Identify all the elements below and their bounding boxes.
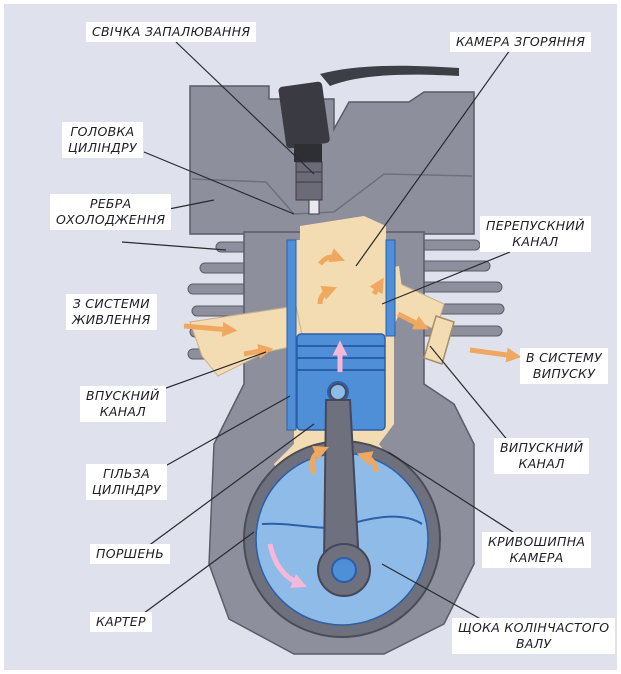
label-cylinder-head: ГОЛОВКА ЦИЛІНДРУ — [62, 122, 143, 158]
label-crank-web: ЩОКА КОЛІНЧАСТОГО ВАЛУ — [452, 618, 615, 654]
cylinder-liner-left — [287, 240, 296, 430]
label-exhaust-port: ВИПУСКНИЙ КАНАЛ — [494, 438, 589, 474]
label-transfer-port: ПЕРЕПУСКНИЙ КАНАЛ — [480, 216, 591, 252]
label-cylinder-liner: ГІЛЬЗА ЦИЛІНДРУ — [86, 464, 167, 500]
label-spark-plug: СВІЧКА ЗАПАЛЮВАННЯ — [86, 22, 256, 42]
label-combustion-chamber: КАМЕРА ЗГОРЯННЯ — [450, 32, 591, 52]
label-piston: ПОРШЕНЬ — [90, 544, 170, 564]
label-crankcase: КАРТЕР — [90, 612, 152, 632]
label-cooling-fins: РЕБРА ОХОЛОДЖЕННЯ — [50, 194, 171, 230]
label-intake-port: ВПУСКНИЙ КАНАЛ — [80, 386, 166, 422]
label-crank-chamber: КРИВОШИПНА КАМЕРА — [482, 532, 591, 568]
label-to-exhaust-system: В СИСТЕМУ ВИПУСКУ — [520, 348, 608, 384]
engine-cutaway — [4, 4, 617, 670]
label-from-fuel-system: З СИСТЕМИ ЖИВЛЕННЯ — [66, 294, 157, 330]
cylinder-liner-right — [386, 240, 395, 336]
